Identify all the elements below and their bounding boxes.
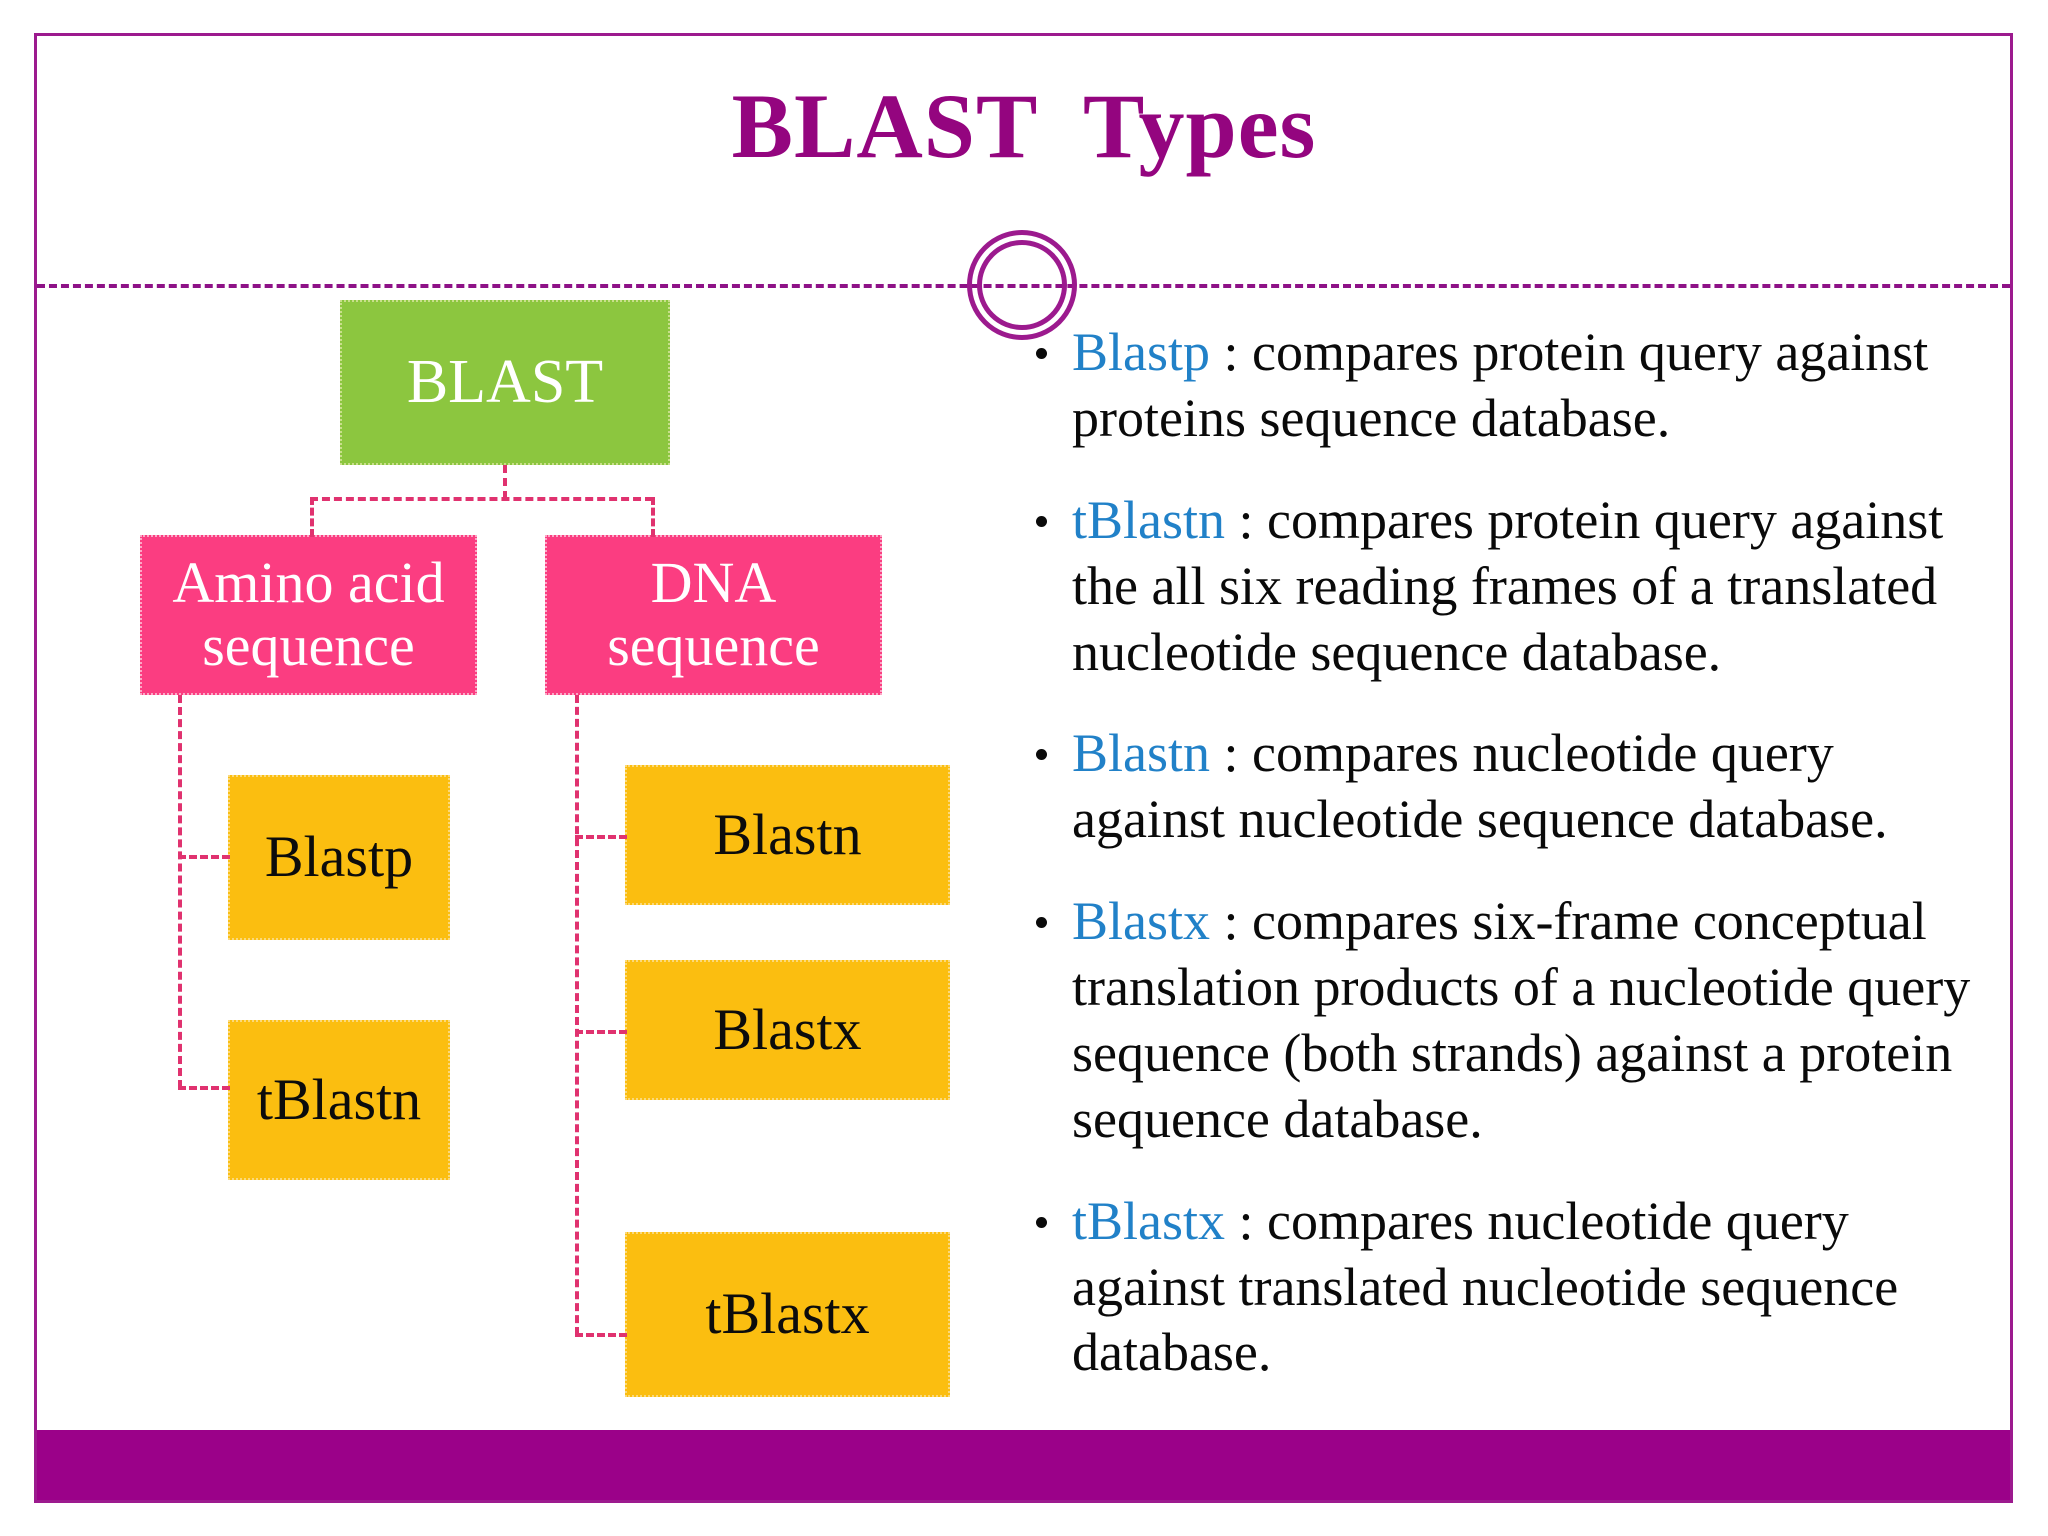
list-item: Blastp : compares protein query against … <box>1034 320 1999 452</box>
flow-node-tblastx: tBlastx <box>625 1232 950 1397</box>
list-item: tBlastn : compares protein query against… <box>1034 488 1999 686</box>
connector-root-bar <box>310 497 653 501</box>
connector-aminoacid-spine <box>178 695 182 1088</box>
bullet-term: Blastn <box>1072 723 1211 784</box>
connector-root-to-aminoacid <box>310 497 314 537</box>
bullet-dot-icon <box>1036 348 1047 360</box>
flow-node-blastx: Blastx <box>625 960 950 1100</box>
flow-node-tblastn: tBlastn <box>228 1020 450 1180</box>
list-item: Blastn : compares nucleotide query again… <box>1034 721 1999 853</box>
list-item: Blastx : compares six-frame conceptual t… <box>1034 889 1999 1153</box>
bullet-term: Blastx <box>1072 891 1211 952</box>
bullet-text: : compares protein query against the all… <box>1072 489 1944 682</box>
bullet-dot-icon <box>1036 515 1047 527</box>
list-item: tBlastx : compares nucleotide query agai… <box>1034 1189 1999 1387</box>
bullet-term: Blastp <box>1072 322 1211 382</box>
connector-to-blastp <box>178 855 230 859</box>
bullet-text: : compares protein query against protein… <box>1072 322 1929 448</box>
connector-to-tblastx <box>575 1333 627 1337</box>
page-title: BLAST Types <box>731 75 1317 177</box>
bullet-term: tBlastx <box>1072 1190 1226 1251</box>
double-circle-icon-outer <box>967 230 1077 340</box>
bullet-dot-icon <box>1036 1216 1047 1228</box>
connector-to-blastx <box>575 1030 627 1034</box>
connector-root-stem <box>503 465 507 499</box>
flow-node-blast-root: BLAST <box>340 300 670 465</box>
bullet-text: : compares nucleotide query against nucl… <box>1072 723 1888 850</box>
footer-accent-bar <box>37 1430 2010 1500</box>
bullet-term: tBlastn <box>1072 489 1226 550</box>
connector-root-to-dna <box>651 497 655 537</box>
double-circle-icon-inner <box>977 240 1067 330</box>
flow-node-blastn: Blastn <box>625 765 950 905</box>
bullet-dot-icon <box>1036 749 1047 761</box>
connector-dna-spine <box>575 695 579 1335</box>
flow-node-dna-sequence: DNA sequence <box>545 535 882 695</box>
flow-node-blastp: Blastp <box>228 775 450 940</box>
bullet-text: : compares six-frame conceptual translat… <box>1072 891 1971 1149</box>
blast-type-descriptions: Blastp : compares protein query against … <box>1034 320 1999 1422</box>
connector-to-blastn <box>575 835 627 839</box>
bullet-dot-icon <box>1036 917 1047 929</box>
flow-node-amino-acid-sequence: Amino acid sequence <box>140 535 477 695</box>
bullet-text: : compares nucleotide query against tran… <box>1072 1190 1899 1383</box>
connector-to-tblastn <box>178 1086 230 1090</box>
